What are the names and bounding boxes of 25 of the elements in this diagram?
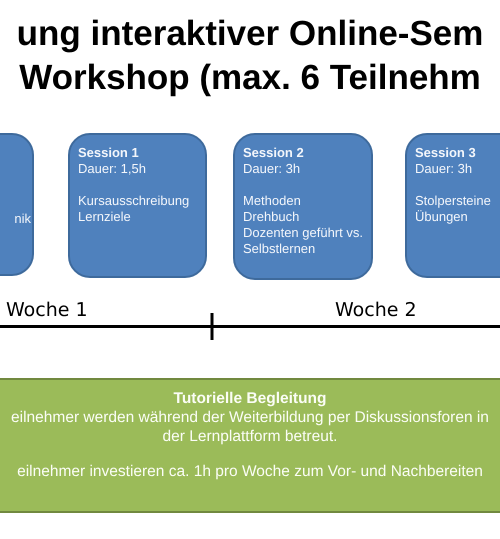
band-heading: Tutorielle Begleitung: [174, 389, 326, 408]
topic-text: Lernziele: [78, 209, 131, 225]
topic-text: Methoden: [243, 193, 301, 209]
topic-text: Übungen: [415, 209, 468, 225]
session-box: [0, 133, 34, 276]
topic-text: Dozenten geführt vs. Selbstlernen: [243, 225, 364, 257]
diagram-title: ung interaktiver Online-Sem Workshop (max. 6 Teilnehm: [16, 13, 484, 99]
session-heading: Session 3: [415, 145, 476, 161]
week-label: Woche 2: [335, 299, 417, 321]
band-text: eilnehmer werden während der Weiterbildung per Diskussionsforen in der Lernplattform betreut.: [10, 408, 490, 446]
topic-text: Kursausschreibung: [78, 193, 190, 209]
session-box: [233, 133, 373, 280]
week-label: Woche 1: [6, 299, 88, 321]
session-heading: Session 2: [243, 145, 304, 161]
topic-text: Stolpersteine: [415, 193, 491, 209]
topic-text: nik: [14, 211, 31, 227]
topic-text: Drehbuch: [243, 209, 300, 225]
session-box: [68, 133, 207, 278]
support-band: [0, 378, 500, 513]
band-text: eilnehmer investieren ca. 1h pro Woche zum Vor- und Nachbereiten: [17, 462, 483, 481]
duration-text: Dauer: 3h: [243, 161, 300, 177]
session-heading: Session 1: [78, 145, 139, 161]
duration-text: Dauer: 3h: [415, 161, 472, 177]
duration-text: Dauer: 1,5h: [78, 161, 146, 177]
session-box: [405, 133, 500, 278]
